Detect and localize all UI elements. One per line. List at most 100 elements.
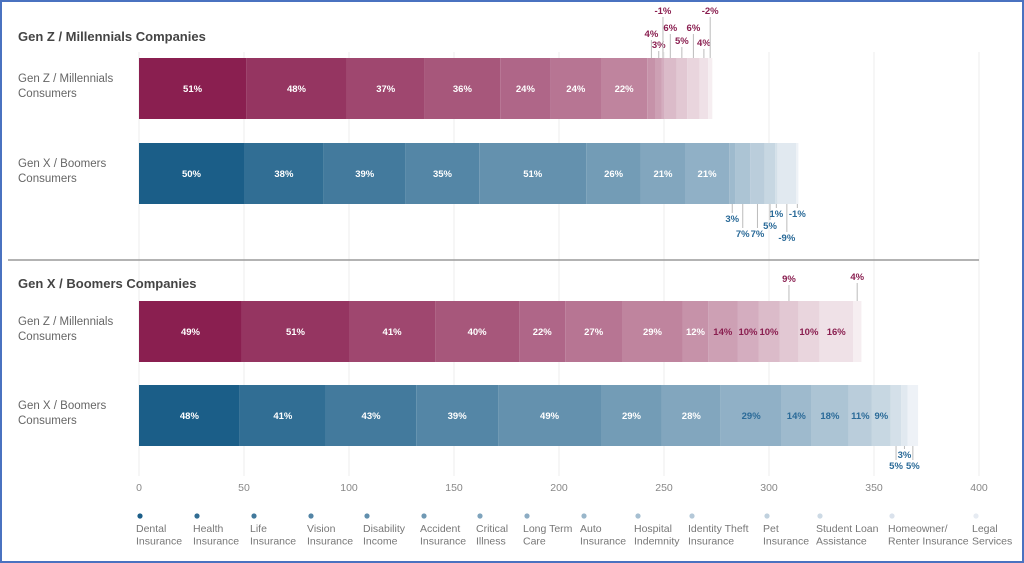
bar-segment-student-loan-assistance [687, 58, 700, 119]
legend-dot-icon [364, 513, 370, 519]
bar-segment-identity-theft-insurance [664, 58, 677, 119]
legend-label: Insurance [136, 536, 182, 548]
segment-label: 3% [652, 40, 666, 51]
legend-label: Insurance [420, 536, 466, 548]
legend-label: Income [363, 536, 398, 548]
segment-label: 48% [287, 84, 307, 95]
bar-segment-pet-insurance [764, 143, 776, 204]
row-label: Consumers [18, 415, 77, 427]
bar-segment-hospital-indemnity [735, 143, 751, 204]
bar-segment-long-term-care [682, 301, 709, 362]
bar-segment-vision-insurance [416, 385, 499, 446]
legend-dot-icon [524, 513, 530, 519]
row-label: Consumers [18, 88, 77, 100]
segment-label: 7% [751, 229, 765, 240]
segment-label: 18% [820, 411, 840, 422]
legend-dot-icon [764, 513, 770, 519]
segment-label: 6% [663, 23, 677, 34]
segment-label: -1% [654, 6, 671, 17]
panel-title: Gen X / Boomers Companies [18, 276, 196, 291]
segment-label: 22% [615, 84, 635, 95]
legend-label: Indemnity [634, 536, 680, 548]
segment-label: 43% [362, 411, 382, 422]
segment-label: 3% [898, 450, 912, 461]
row-label: Gen X / Boomers [18, 400, 106, 412]
segment-label: 4% [697, 38, 711, 49]
legend-label: Hospital [634, 523, 672, 535]
legend-dot-icon [137, 513, 143, 519]
row-label: Gen Z / Millennials [18, 316, 113, 328]
segment-label: 14% [787, 411, 807, 422]
bar-segment-vision-insurance [405, 143, 480, 204]
row-label: Consumers [18, 173, 77, 185]
bar-segment-health-insurance [244, 143, 324, 204]
x-tick-label: 0 [136, 482, 142, 494]
bar-segment-health-insurance [241, 301, 349, 362]
segment-label: 12% [686, 327, 706, 338]
legend-dot-icon [817, 513, 823, 519]
legend-label: Disability [363, 523, 406, 535]
segment-label: 39% [355, 169, 375, 180]
bar-segment-student-loan-assistance [798, 301, 820, 362]
x-tick-label: 200 [550, 482, 568, 494]
x-tick-label: 300 [760, 482, 778, 494]
bar-segment-life-insurance [346, 58, 425, 119]
bar-segment-long-term-care [685, 143, 730, 204]
bar-segment-health-insurance [239, 385, 326, 446]
x-tick-label: 400 [970, 482, 988, 494]
segment-label: 16% [827, 327, 847, 338]
legend-dot-icon [889, 513, 895, 519]
segment-label: 51% [286, 327, 306, 338]
bar-segment-identity-theft-insurance [758, 301, 780, 362]
legend-label: Insurance [580, 536, 626, 548]
legend-label: Assistance [816, 536, 867, 548]
bar-segment-disability-income [500, 58, 551, 119]
segment-label: 10% [738, 327, 758, 338]
bar-segment-legal-services [708, 58, 713, 119]
bar-segment-homeowner-renter-insurance [819, 301, 853, 362]
row-label: Consumers [18, 331, 77, 343]
segment-label: 7% [736, 229, 750, 240]
bar-segment-legal-services [907, 385, 919, 446]
bar-segment-critical-illness [640, 143, 685, 204]
segment-label: 14% [713, 327, 733, 338]
segment-label: 29% [742, 411, 762, 422]
segment-label: 5% [675, 36, 689, 47]
segment-label: 51% [523, 169, 543, 180]
bar-segment-life-insurance [349, 301, 436, 362]
bar-segment-student-loan-assistance [890, 385, 902, 446]
segment-label: 10% [759, 327, 779, 338]
segment-label: 50% [182, 169, 202, 180]
bar-segment-vision-insurance [435, 301, 520, 362]
bar-segment-dental-insurance [139, 143, 244, 204]
bar-segment-homeowner-renter-insurance [699, 58, 709, 119]
segment-label: 22% [533, 327, 553, 338]
legend-dot-icon [581, 513, 587, 519]
segment-label: 21% [653, 169, 673, 180]
row-label: Gen X / Boomers [18, 158, 106, 170]
legend-label: Insurance [193, 536, 239, 548]
bar-segment-critical-illness [601, 58, 648, 119]
bar-segment-life-insurance [325, 385, 417, 446]
legend-label: Life [250, 523, 267, 535]
legend-label: Insurance [688, 536, 734, 548]
legend-label: Critical [476, 523, 508, 535]
legend-label: Dental [136, 523, 166, 535]
legend-label: Vision [307, 523, 336, 535]
legend-label: Insurance [763, 536, 809, 548]
bar-segment-health-insurance [246, 58, 347, 119]
legend-label: Homeowner/ [888, 523, 948, 535]
legend-dot-icon [421, 513, 427, 519]
segment-label: 3% [725, 214, 739, 225]
segment-label: 36% [453, 84, 473, 95]
bar-segment-hospital-indemnity [811, 385, 849, 446]
segment-label: 28% [682, 411, 702, 422]
x-tick-label: 150 [445, 482, 463, 494]
bar-segment-dental-insurance [139, 58, 247, 119]
bar-segment-auto-insurance [655, 58, 662, 119]
segment-label: 10% [799, 327, 819, 338]
bar-segment-critical-illness [661, 385, 721, 446]
row-label: Gen Z / Millennials [18, 73, 113, 85]
bar-segment-dental-insurance [139, 385, 240, 446]
